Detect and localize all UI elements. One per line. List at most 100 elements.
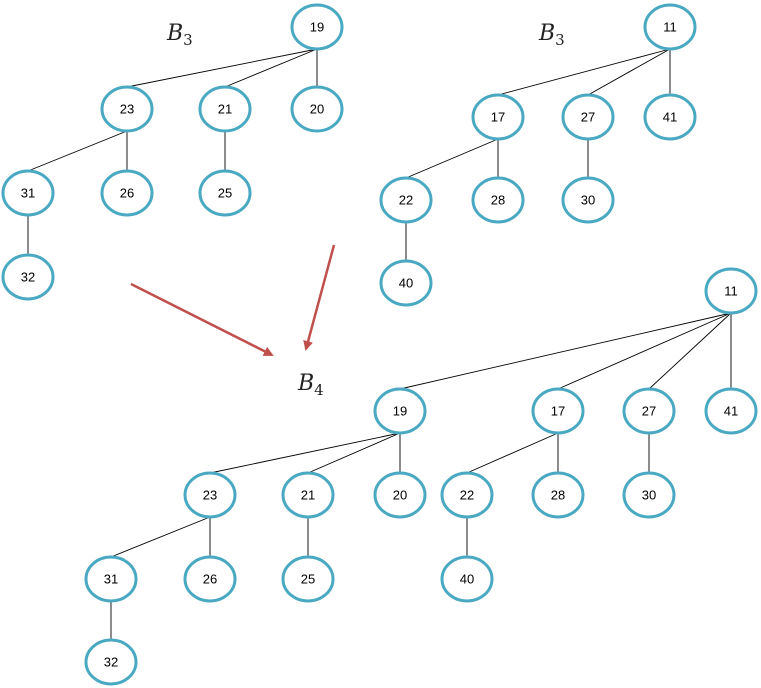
merged-edge-M11-M19 xyxy=(399,312,732,390)
merged-edge-M19-M23 xyxy=(209,432,401,474)
node-circle xyxy=(440,555,494,603)
node-circle xyxy=(183,471,237,519)
node-key: 19 xyxy=(393,404,407,419)
node-key: 30 xyxy=(581,193,595,208)
merged-tree-node-23: 23 xyxy=(183,471,237,519)
node-key: 17 xyxy=(551,404,565,419)
node-circle xyxy=(290,3,344,51)
left-tree-node-26: 26 xyxy=(100,169,154,217)
node-key: 25 xyxy=(301,572,315,587)
node-circle xyxy=(531,387,585,435)
node-key: 27 xyxy=(642,404,656,419)
node-circle xyxy=(704,267,758,315)
merged-tree-node-40: 40 xyxy=(440,555,494,603)
node-circle xyxy=(281,555,335,603)
node-circle xyxy=(100,169,154,217)
node-key: 25 xyxy=(218,186,232,201)
merged-tree-node-30: 30 xyxy=(622,471,676,519)
node-circle xyxy=(373,471,427,519)
node-circle xyxy=(561,176,615,224)
node-circle xyxy=(183,555,237,603)
node-circle xyxy=(373,387,427,435)
merged-tree-node-32: 32 xyxy=(84,638,138,686)
right-edge-R11-R17 xyxy=(497,48,671,96)
node-circle xyxy=(622,387,676,435)
node-key: 30 xyxy=(642,488,656,503)
right-tree-node-28: 28 xyxy=(471,176,525,224)
left-tree-node-20: 20 xyxy=(290,85,344,133)
node-key: 28 xyxy=(551,488,565,503)
node-circle xyxy=(290,85,344,133)
node-circle xyxy=(561,93,615,141)
merged-tree-node-41: 41 xyxy=(704,387,758,435)
node-key: 32 xyxy=(104,655,118,670)
node-key: 27 xyxy=(581,110,595,125)
node-key: 22 xyxy=(399,193,413,208)
node-circle xyxy=(1,253,55,301)
merged-edge-M11-M27 xyxy=(648,312,732,390)
right-edge-R11-R27 xyxy=(587,48,671,96)
node-key: 26 xyxy=(120,186,134,201)
merged-tree-node-22: 22 xyxy=(440,471,494,519)
node-key: 40 xyxy=(399,276,413,291)
node-key: 40 xyxy=(460,572,474,587)
right-tree-node-11: 11 xyxy=(643,3,697,51)
merged-tree-node-27: 27 xyxy=(622,387,676,435)
merged-tree-node-11: 11 xyxy=(704,267,758,315)
merged-tree-node-20: 20 xyxy=(373,471,427,519)
merge-arrow-from-right-tree xyxy=(303,244,336,351)
right-tree-node-27: 27 xyxy=(561,93,615,141)
merged-edge-M17-M22 xyxy=(466,432,559,474)
right-tree-node-41: 41 xyxy=(643,93,697,141)
nodes-layer: 19 23 21 20 31 26 25 32 11 17 27 41 22 28 30 40 11 19 17 27… xyxy=(1,3,758,686)
node-key: 31 xyxy=(21,186,35,201)
merged-edge-M23-M31 xyxy=(110,516,211,558)
node-key: 32 xyxy=(21,270,35,285)
left-tree-node-25: 25 xyxy=(198,169,252,217)
left-tree-label: B3 xyxy=(166,21,193,49)
node-key: 26 xyxy=(203,572,217,587)
left-tree-node-32: 32 xyxy=(1,253,55,301)
left-edge-L19-L23 xyxy=(126,48,318,88)
node-circle xyxy=(100,85,154,133)
merged-tree-node-25: 25 xyxy=(281,555,335,603)
node-circle xyxy=(531,471,585,519)
merged-tree-node-21: 21 xyxy=(281,471,335,519)
right-tree-node-22: 22 xyxy=(379,176,433,224)
node-key: 31 xyxy=(104,572,118,587)
merged-tree-node-17: 17 xyxy=(531,387,585,435)
node-key: 21 xyxy=(218,102,232,117)
node-circle xyxy=(440,471,494,519)
merged-tree-node-28: 28 xyxy=(531,471,585,519)
node-circle xyxy=(84,638,138,686)
node-circle xyxy=(471,93,525,141)
node-circle xyxy=(471,176,525,224)
node-key: 41 xyxy=(663,110,677,125)
node-circle xyxy=(198,169,252,217)
merged-tree-node-26: 26 xyxy=(183,555,237,603)
left-edge-L19-L21 xyxy=(224,48,318,88)
node-circle xyxy=(643,3,697,51)
left-tree-node-23: 23 xyxy=(100,85,154,133)
node-key: 20 xyxy=(310,102,324,117)
node-key: 11 xyxy=(724,284,738,299)
left-edge-L23-L31 xyxy=(27,130,128,172)
merged-tree-node-19: 19 xyxy=(373,387,427,435)
node-key: 41 xyxy=(724,404,738,419)
left-tree-node-21: 21 xyxy=(198,85,252,133)
merged-edge-M19-M21 xyxy=(307,432,401,474)
node-key: 22 xyxy=(460,488,474,503)
node-circle xyxy=(1,169,55,217)
right-tree-node-17: 17 xyxy=(471,93,525,141)
right-tree-node-30: 30 xyxy=(561,176,615,224)
node-circle xyxy=(622,471,676,519)
right-tree-label: B3 xyxy=(538,21,565,49)
right-edge-R17-R22 xyxy=(405,138,499,179)
merged-edge-M11-M17 xyxy=(557,312,732,390)
node-circle xyxy=(84,555,138,603)
merged-tree-node-31: 31 xyxy=(84,555,138,603)
node-key: 11 xyxy=(663,20,677,35)
node-key: 28 xyxy=(491,193,505,208)
left-tree-node-19: 19 xyxy=(290,3,344,51)
